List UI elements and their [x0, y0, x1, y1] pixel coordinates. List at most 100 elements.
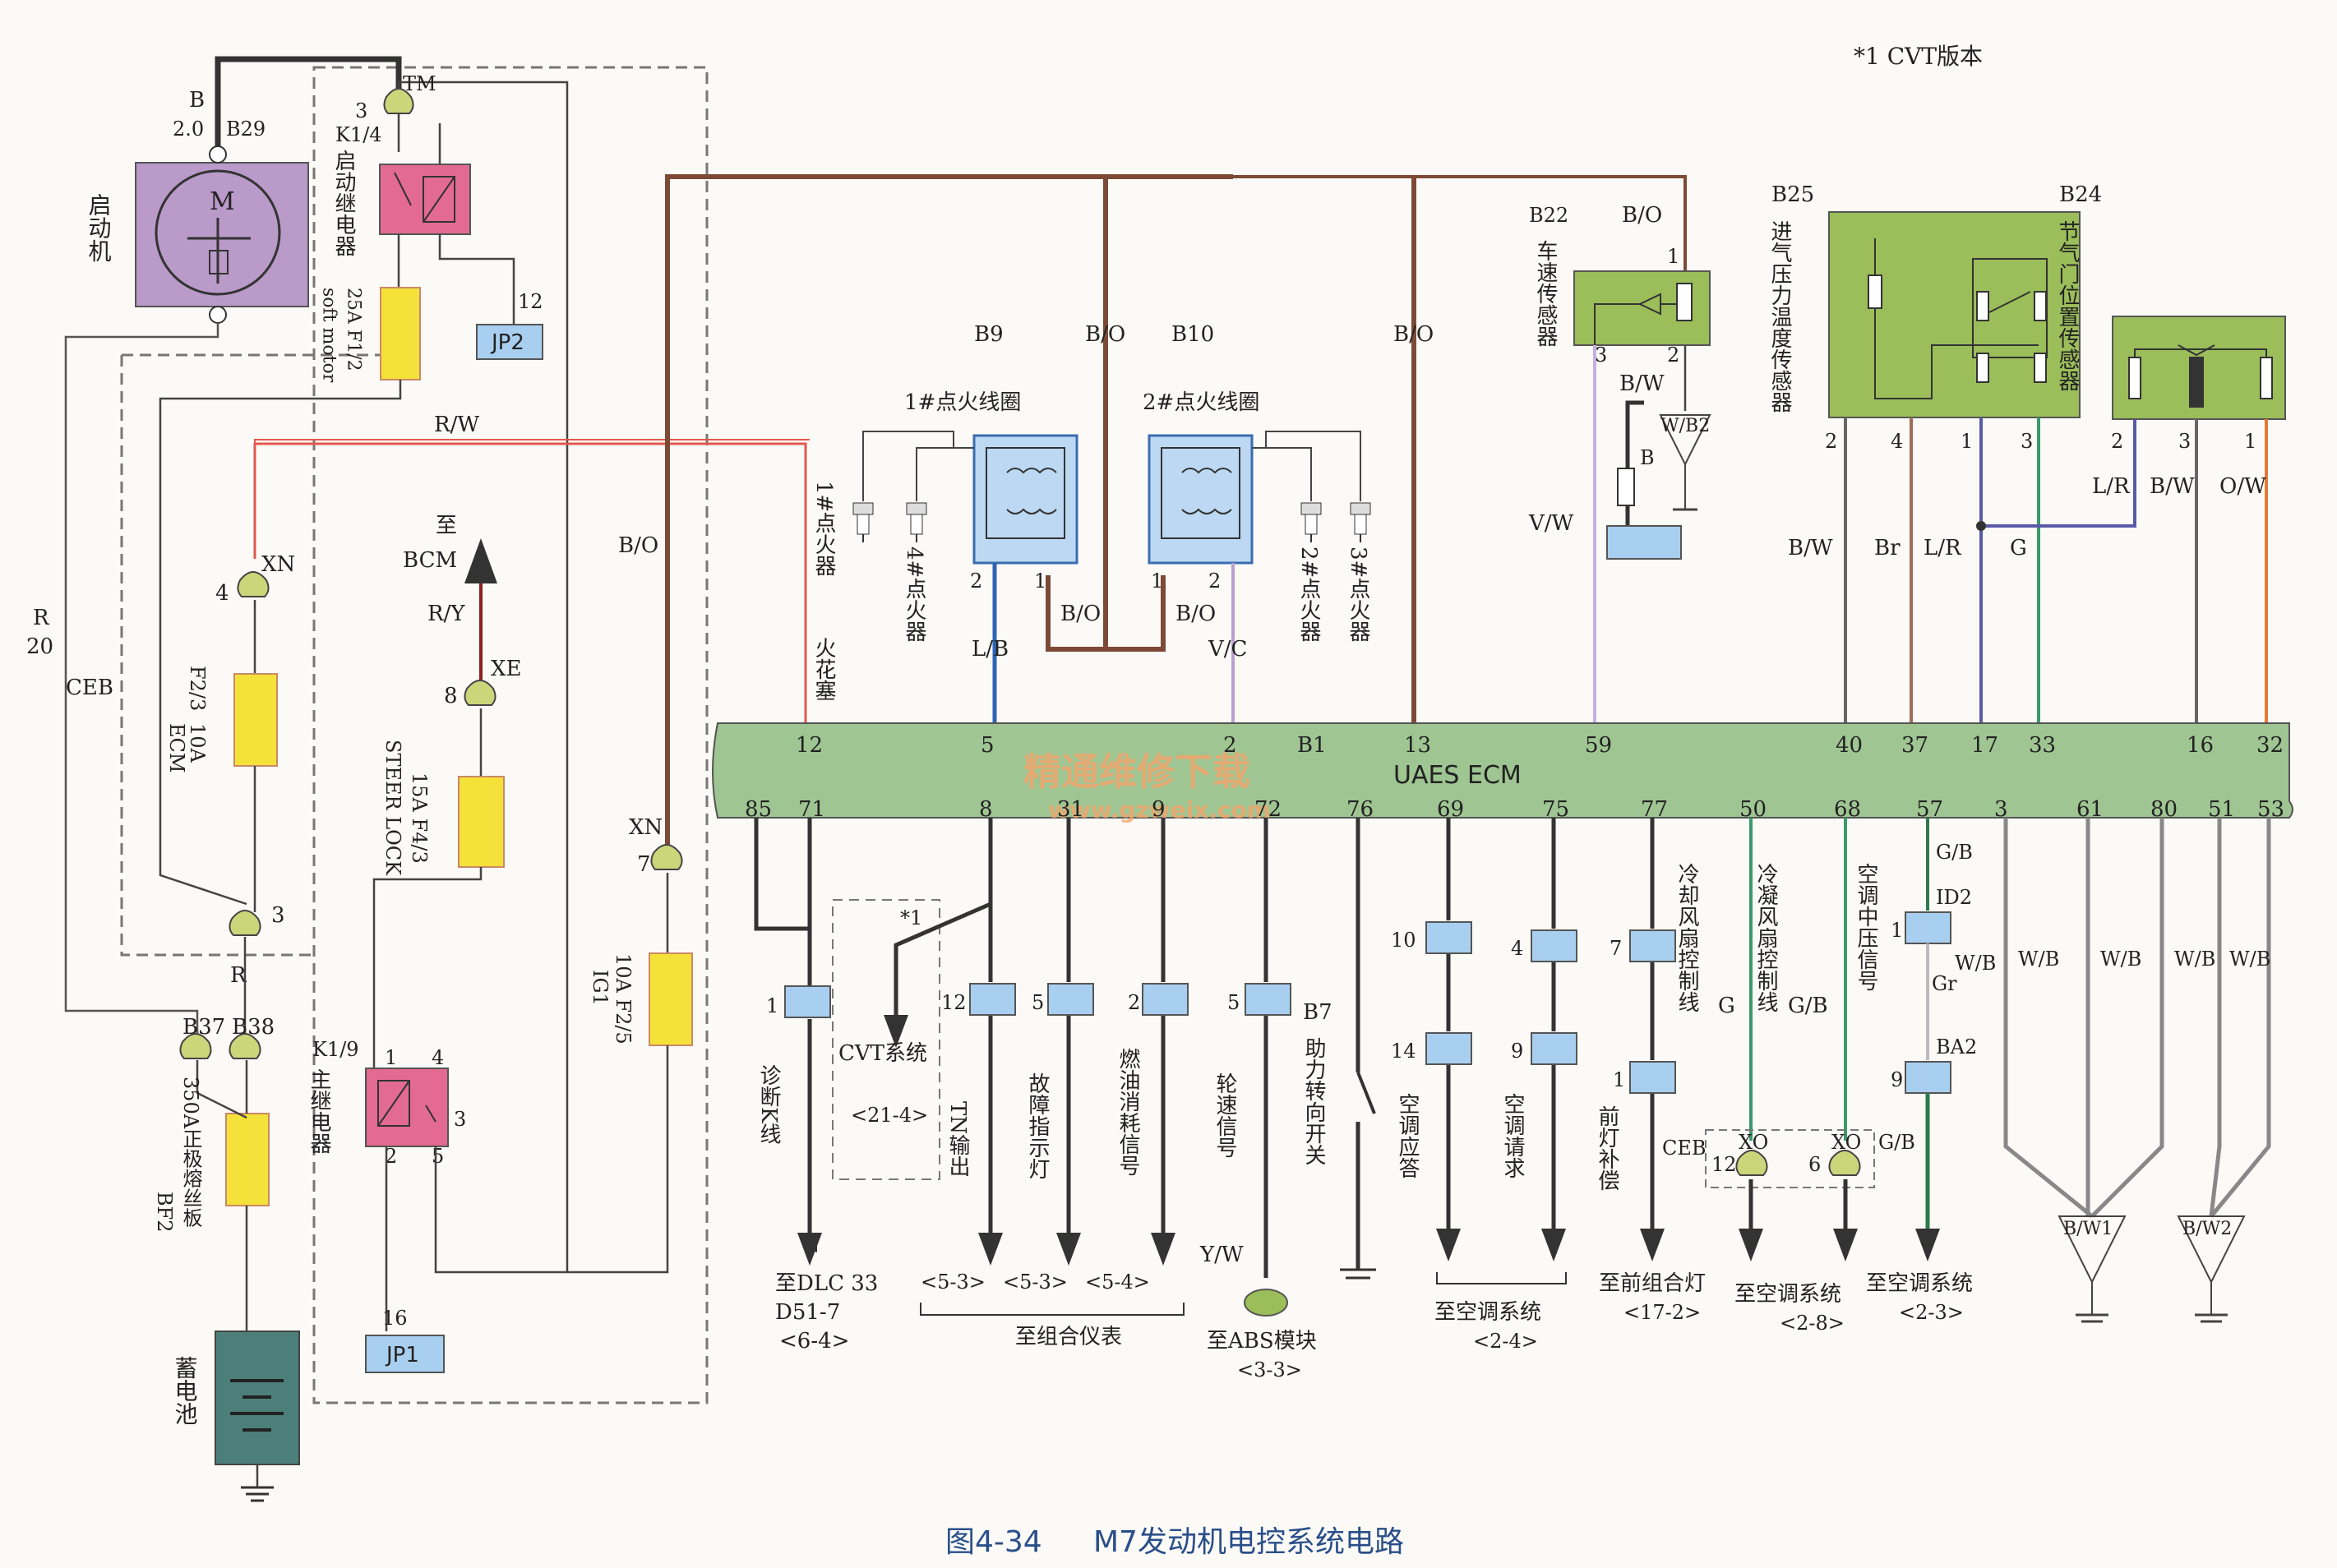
ig1-pin: 7 [637, 852, 651, 877]
ecm-fuse-connector [237, 571, 270, 597]
gnd-wb-4: W/B [2229, 948, 2270, 971]
start-relay-label: 启动继电器 [331, 150, 356, 256]
fan-conn-a [1629, 929, 1676, 962]
ecm-top-pin: 13 [1404, 733, 1431, 758]
ecm-top-pin: 40 [1836, 733, 1863, 758]
motor-label: M [210, 187, 235, 216]
id2-connector [1905, 911, 1951, 944]
coil1-p1: 1 [1034, 570, 1046, 593]
ac-req-pin-a: 4 [1511, 937, 1523, 960]
rw-label: R/W [434, 413, 479, 437]
r20-color: R [33, 606, 50, 630]
ig1-connector [650, 844, 683, 870]
starter-connector-id: B29 [226, 118, 266, 141]
xe-pin: 8 [444, 684, 458, 708]
speed-connector [1245, 983, 1291, 1016]
cond-gb: G/B [1788, 994, 1828, 1018]
vss-label: 车速传感器 [1533, 240, 1558, 347]
ecm-bottom-pin: 9 [1152, 797, 1166, 822]
tps-lr: L/R [2092, 474, 2131, 499]
bo-label-1: B/O [1085, 322, 1125, 347]
dlc-pin: 1 [766, 994, 778, 1017]
cvt-note: *1 CVT版本 [1854, 43, 1983, 70]
b37-label: B37 [182, 1015, 225, 1040]
gnd-wb-1: W/B [2018, 948, 2059, 971]
ecm-bottom-pin: 51 [2208, 797, 2235, 822]
bo-label-2: B/O [1393, 322, 1434, 347]
plug2-label: 2#点火器 [1296, 546, 1321, 642]
bo-label-3: B/O [1060, 602, 1101, 626]
ba2-pin: 9 [1891, 1068, 1903, 1091]
ac-resp-pin-b: 14 [1391, 1040, 1416, 1063]
map-bw: B/W [1788, 536, 1833, 560]
b10-label: B10 [1171, 322, 1214, 347]
fan-conn-b [1629, 1061, 1676, 1094]
fuel-pin: 2 [1128, 991, 1140, 1014]
spark-plug-3 [1350, 502, 1371, 542]
tps-p2: 2 [2111, 430, 2123, 453]
to-bcm-prefix: 至 [436, 514, 457, 538]
fuel-ref: <5-4> [1085, 1271, 1150, 1294]
dlc-ref1: D51-7 [775, 1300, 840, 1325]
ecm-bottom-pin: 53 [2257, 797, 2284, 822]
speed-label: 轮速信号 [1212, 1072, 1237, 1158]
fan-to: 至前组合灯 [1599, 1271, 1706, 1296]
ecm-top-pin: 33 [2029, 733, 2056, 758]
spark-plug-2 [1300, 502, 1322, 542]
ecm-bottom-pin: 57 [1916, 797, 1943, 822]
start-relay-conn: TM [403, 72, 436, 95]
tps-ow: O/W [2219, 474, 2266, 499]
cvt-label: CVT系统 [838, 1041, 927, 1066]
fan-label: 冷却风扇控制线 [1674, 863, 1699, 1012]
plug4-label: 4#点火器 [902, 546, 926, 642]
speed-pin: 5 [1227, 991, 1240, 1014]
vss-id: B22 [1529, 204, 1568, 227]
ac-req-conn-a [1531, 929, 1577, 962]
fuel-connector [1142, 983, 1189, 1016]
id2-pin: 1 [1891, 919, 1903, 942]
watermark-1: 精通维修下载 [1023, 749, 1250, 794]
main-relay-p3: 3 [454, 1108, 466, 1131]
ecm-fuse-rating: 10A [186, 723, 209, 763]
jp1-pin: 16 [382, 1307, 408, 1330]
acp-wb: W/B [1955, 952, 1996, 975]
ecm-bottom-pin: 8 [979, 797, 993, 822]
mil-label: 故障指示灯 [1025, 1072, 1050, 1179]
map-p1: 1 [1961, 430, 1973, 453]
plug3-label: 3#点火器 [1346, 546, 1370, 642]
spark-plug-4 [906, 502, 927, 542]
dlc-to: 至DLC 33 [775, 1271, 878, 1296]
ecm-bottom-pin: 75 [1542, 797, 1569, 822]
coil-2 [1148, 434, 1254, 565]
abs-module [1244, 1289, 1288, 1317]
vss-bo: B/O [1622, 203, 1662, 228]
b9-desc: 1#点火线圈 [904, 390, 1021, 415]
bo-main-wire [665, 174, 1233, 851]
start-fuse-label: soft motor [319, 288, 339, 383]
wb2-ground [1659, 414, 1711, 467]
coil2-p1: 1 [1151, 570, 1163, 593]
bf2-desc: 350A正极熔丝板 [179, 1077, 202, 1227]
xe-label: XE [491, 657, 522, 681]
xo-conn-1 [1735, 1150, 1768, 1176]
cond-g: G [1718, 994, 1735, 1018]
speed-wire: Y/W [1199, 1243, 1244, 1267]
fan-ref: <17-2> [1623, 1301, 1701, 1324]
spark-label: 火花塞 [811, 637, 836, 701]
bo-vss [1233, 175, 1687, 279]
steer-lock-fuse-id: 15A F4/3 [408, 772, 431, 864]
b10-desc: 2#点火线圈 [1143, 390, 1259, 415]
ecm-fuse-conn: XN [261, 552, 295, 577]
ecm-bottom-pin: 50 [1739, 797, 1767, 822]
battery-label: 蓄电池 [172, 1356, 199, 1425]
gnd-wb-2: W/B [2100, 948, 2141, 971]
vss-b: B [1640, 446, 1655, 469]
bcm-label: BCM [403, 548, 457, 573]
starter-wire-color: B [189, 88, 205, 113]
ba2-connector [1905, 1061, 1951, 1094]
main-relay-id: K1/9 [312, 1038, 359, 1061]
pin85-wire [754, 818, 810, 931]
xo-p12: 12 [1711, 1153, 1737, 1176]
